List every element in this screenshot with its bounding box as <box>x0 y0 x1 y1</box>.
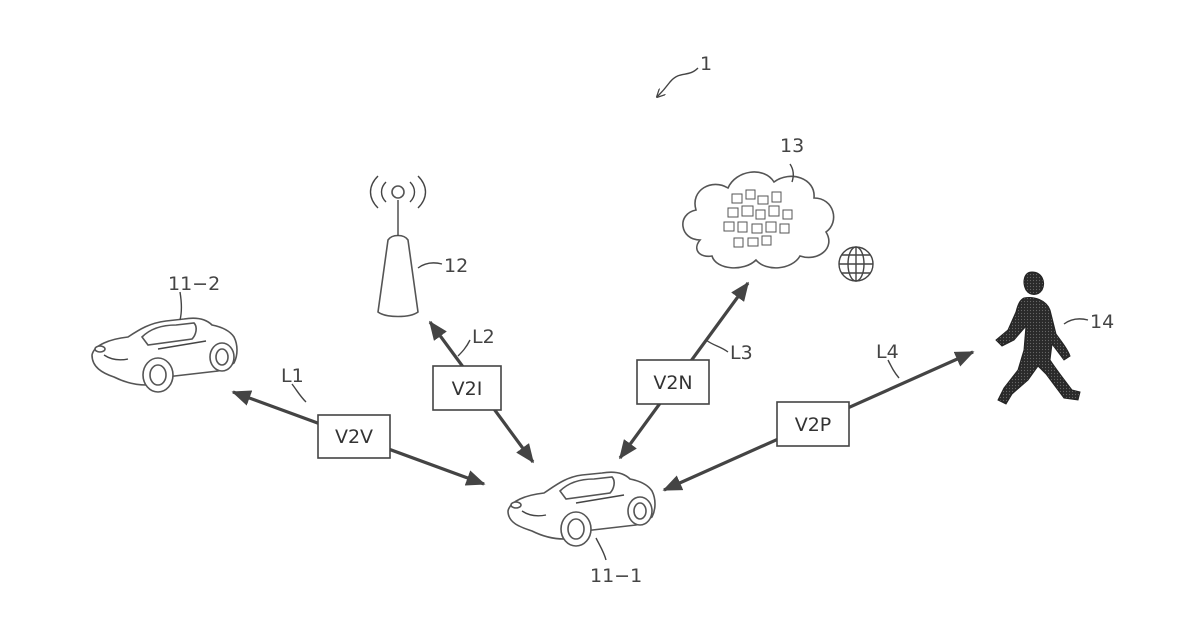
system-label: 1 <box>700 53 712 75</box>
base-station-label: 12 <box>444 255 468 277</box>
car-icon <box>508 472 655 546</box>
cloud-icon <box>683 172 834 268</box>
base-station-leader <box>418 263 442 268</box>
link-labels: L1 L2 L3 L4 <box>281 326 899 402</box>
car-other-label: 11−2 <box>168 273 220 295</box>
link-3-label: L3 <box>730 342 753 364</box>
v2n-box-label: V2N <box>653 372 692 394</box>
v2n-box: V2N <box>637 360 709 404</box>
pedestrian-label: 14 <box>1090 311 1114 333</box>
car-other-leader <box>180 292 182 320</box>
v2p-box: V2P <box>777 402 849 446</box>
antenna-tower-icon <box>371 176 426 317</box>
car-main-label: 11−1 <box>590 565 642 587</box>
walking-person-icon <box>996 272 1080 404</box>
globe-icon <box>839 247 873 281</box>
link-4-label: L4 <box>876 341 899 363</box>
link-2-leader <box>458 340 470 356</box>
links <box>233 283 973 490</box>
car-icon <box>92 318 237 392</box>
v2i-box: V2I <box>433 366 501 410</box>
v2p-box-label: V2P <box>795 414 832 436</box>
car-main-leader <box>596 538 606 560</box>
v2i-box-label: V2I <box>452 378 483 400</box>
link-2-label: L2 <box>472 326 495 348</box>
link-3-leader <box>706 340 728 352</box>
cloud-label: 13 <box>780 135 804 157</box>
pedestrian-leader <box>1064 319 1088 324</box>
system-leader-arrow <box>657 68 698 97</box>
link-1-label: L1 <box>281 365 304 387</box>
system-label-group: 1 <box>657 53 712 97</box>
v2v-box-label: V2V <box>335 426 373 448</box>
v2v-box: V2V <box>318 415 390 458</box>
